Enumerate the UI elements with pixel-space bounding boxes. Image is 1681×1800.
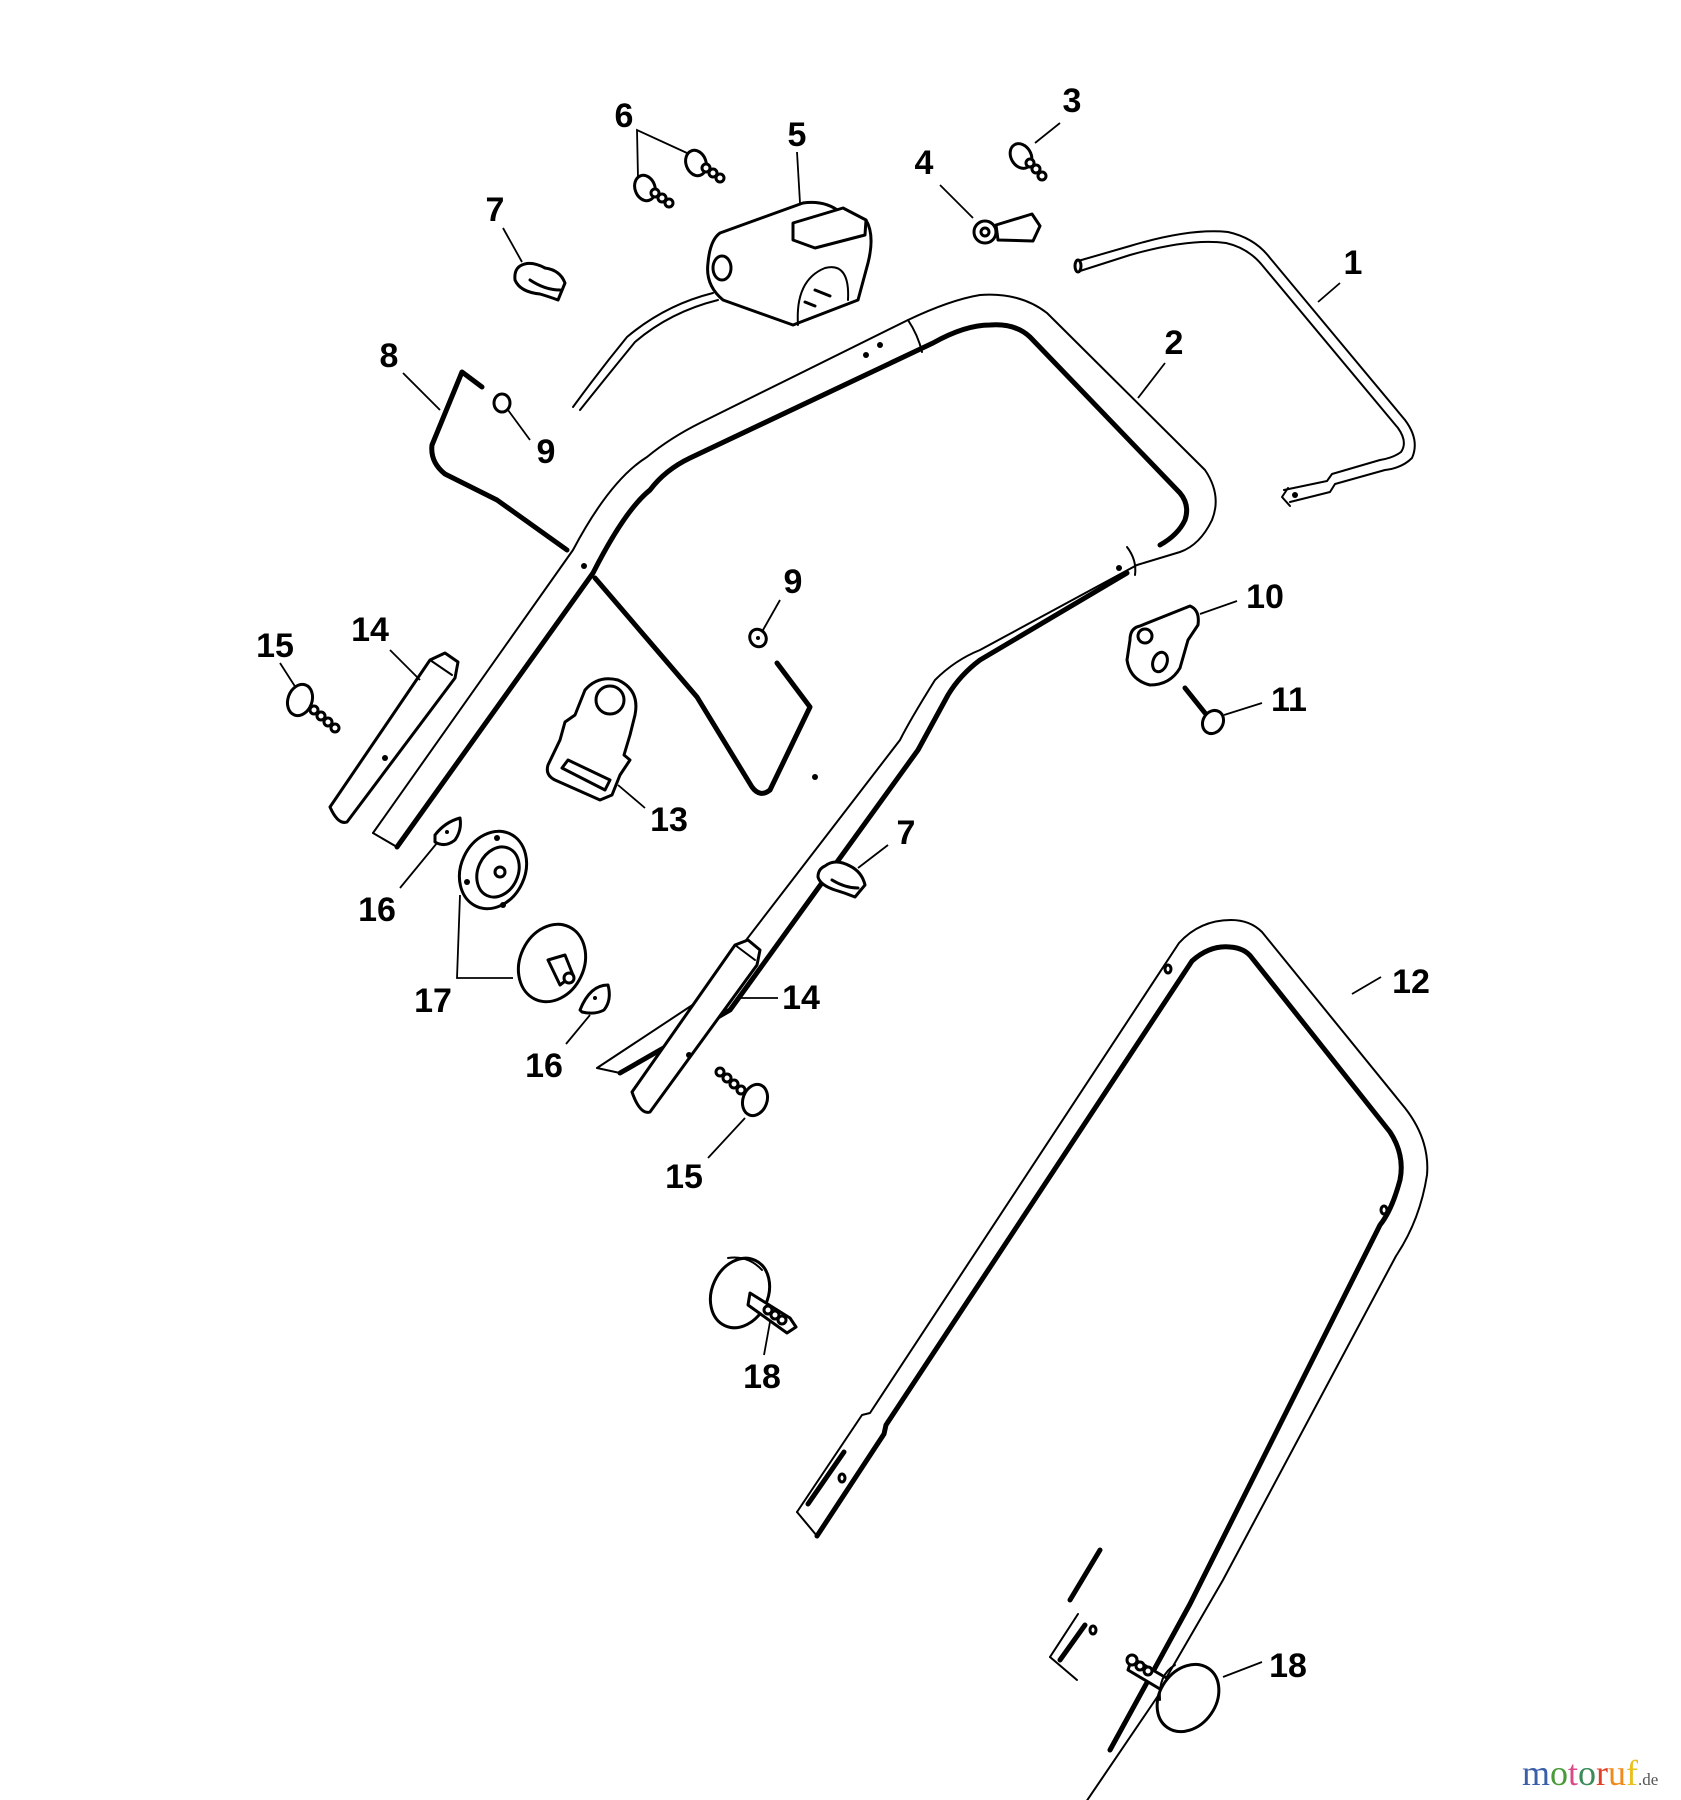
part-label-11: 11 — [1271, 681, 1307, 719]
part-label-4: 4 — [914, 144, 934, 182]
part-8-cable — [402, 369, 813, 796]
part-label-9b: 9 — [783, 563, 803, 601]
part-10-cable-guide — [1125, 600, 1238, 687]
part-17-knob-set — [456, 829, 588, 1004]
part-1-control-bail — [1073, 230, 1416, 507]
part-4-lever — [939, 184, 1042, 245]
part-18-knob-bolt-right — [1125, 1653, 1263, 1734]
part-13-cable-holder — [545, 677, 646, 809]
part-12-lower-handle — [796, 919, 1429, 1800]
part-5-switch-box — [572, 151, 873, 411]
watermark-letter: r — [1596, 1753, 1609, 1793]
part-label-13: 13 — [650, 801, 688, 839]
watermark-letter: m — [1522, 1753, 1551, 1793]
part-11-bolt — [1182, 685, 1263, 736]
part-label-18a: 18 — [743, 1358, 781, 1396]
watermark-logo: motoruf.de — [1522, 1752, 1658, 1794]
part-label-18b: 18 — [1269, 1647, 1307, 1685]
watermark-letter: f — [1626, 1753, 1639, 1793]
part-label-14b: 14 — [782, 979, 820, 1017]
part-label-1: 1 — [1343, 244, 1363, 282]
part-label-16b: 16 — [525, 1047, 563, 1085]
part-15-thumb-screw-left — [279, 662, 341, 734]
part-2-upper-handle — [372, 293, 1217, 1076]
watermark-letter: o — [1550, 1753, 1569, 1793]
part-7-cable-clip-mid — [816, 844, 889, 899]
part-6-screws — [633, 128, 726, 209]
part-3-screw — [1008, 122, 1061, 182]
watermark-letter: u — [1608, 1753, 1627, 1793]
part-label-10: 10 — [1246, 578, 1284, 616]
part-14-tube-left — [328, 649, 460, 824]
part-16-washer-left — [399, 816, 462, 889]
part-18-knob-bolt-left — [708, 1256, 798, 1356]
watermark-letter: o — [1578, 1753, 1597, 1793]
watermark-letter: t — [1568, 1753, 1579, 1793]
part-9-grommet-mid — [748, 599, 781, 649]
part-label-9a: 9 — [536, 433, 556, 471]
part-16-washer-right — [565, 983, 611, 1045]
part-label-15a: 15 — [256, 627, 294, 665]
part-label-7b: 7 — [896, 814, 916, 852]
part-label-3: 3 — [1062, 82, 1082, 120]
watermark-text: motoruf — [1522, 1752, 1638, 1794]
part-label-6: 6 — [614, 97, 634, 135]
part-7-cable-clip-top — [502, 227, 567, 302]
part-label-5: 5 — [787, 116, 807, 154]
part-14-tube-right — [630, 938, 778, 1114]
part-9-grommet-top — [492, 392, 531, 441]
part-15-thumb-screw-right — [707, 1066, 770, 1159]
part-label-7a: 7 — [485, 191, 505, 229]
part-label-16a: 16 — [358, 891, 396, 929]
part-label-12: 12 — [1392, 963, 1430, 1001]
part-label-8: 8 — [379, 337, 399, 375]
part-label-14a: 14 — [351, 611, 389, 649]
part-label-2: 2 — [1164, 324, 1184, 362]
part-label-15b: 15 — [665, 1158, 703, 1196]
watermark-tld: .de — [1638, 1770, 1659, 1789]
part-label-17: 17 — [414, 982, 452, 1020]
